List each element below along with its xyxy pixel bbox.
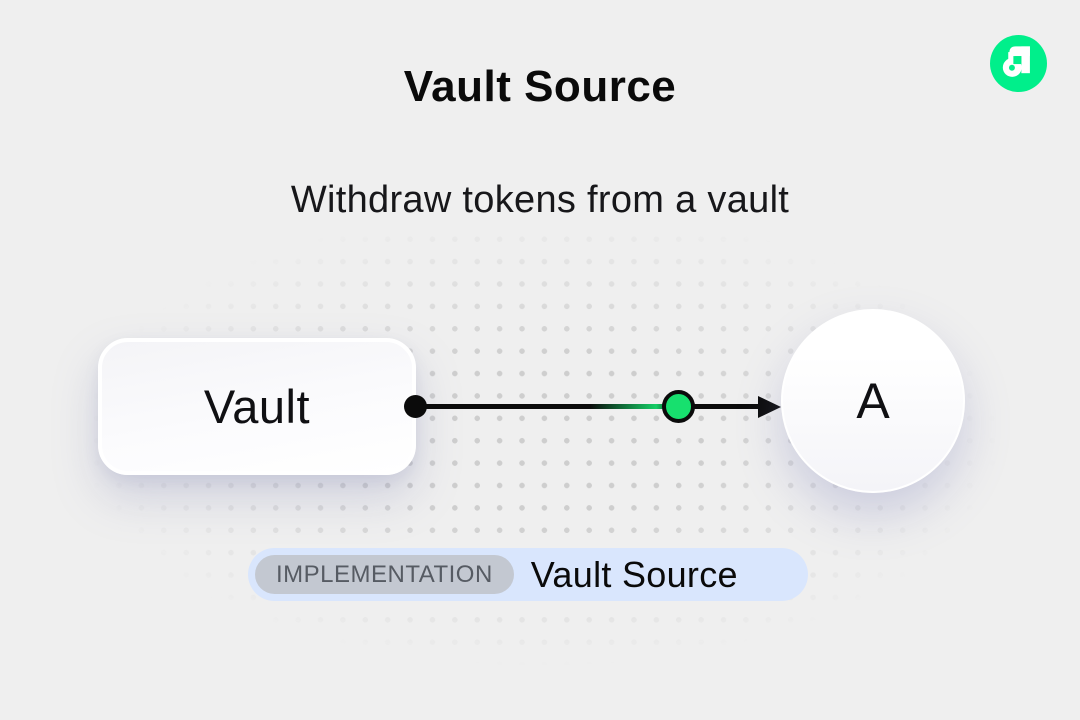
page-title: Vault Source xyxy=(403,62,677,111)
implementation-badge: IMPLEMENTATION Vault Source xyxy=(248,548,808,601)
edge-line xyxy=(416,404,764,409)
account-node-label: A xyxy=(856,373,890,429)
implementation-tag: IMPLEMENTATION xyxy=(255,555,514,594)
vault-node: Vault xyxy=(98,338,416,475)
vault-node-label: Vault xyxy=(203,380,311,433)
edge-arrow xyxy=(404,382,796,431)
flow-logo-icon xyxy=(990,35,1047,92)
account-node: A xyxy=(781,309,965,493)
arrowhead-icon xyxy=(758,395,781,418)
edge-start-dot xyxy=(404,395,427,418)
token-dot-icon xyxy=(662,390,695,423)
badge-title: Vault Source xyxy=(530,553,738,595)
page-subtitle: Withdraw tokens from a vault xyxy=(290,179,790,221)
